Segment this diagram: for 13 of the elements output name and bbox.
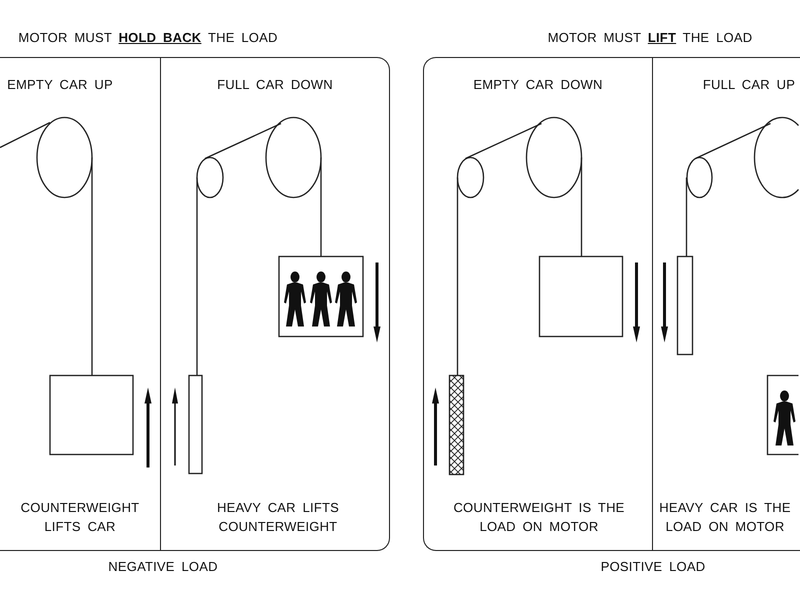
section-caption: COUNTERWEIGHT LIFTS CAR xyxy=(20,499,140,536)
section-caption: COUNTERWEIGHT IS THE LOAD ON MOTOR xyxy=(452,499,626,536)
panel-caption: POSITIVE LOAD xyxy=(600,558,706,576)
section-caption: HEAVY CAR IS THE LOAD ON MOTOR xyxy=(658,499,792,536)
section-heading: FULL CAR UP xyxy=(702,76,796,94)
section-caption: HEAVY CAR LIFTS COUNTERWEIGHT xyxy=(216,499,340,536)
panel-title: MOTOR MUST HOLD BACK THE LOAD xyxy=(18,29,278,47)
section-heading: EMPTY CAR DOWN xyxy=(473,76,603,94)
section-heading: FULL CAR DOWN xyxy=(217,76,333,94)
panel-caption: NEGATIVE LOAD xyxy=(108,558,218,576)
panel-section xyxy=(0,58,161,550)
panel-title: MOTOR MUST LIFT THE LOAD xyxy=(548,29,752,47)
section-heading: EMPTY CAR UP xyxy=(7,76,113,94)
